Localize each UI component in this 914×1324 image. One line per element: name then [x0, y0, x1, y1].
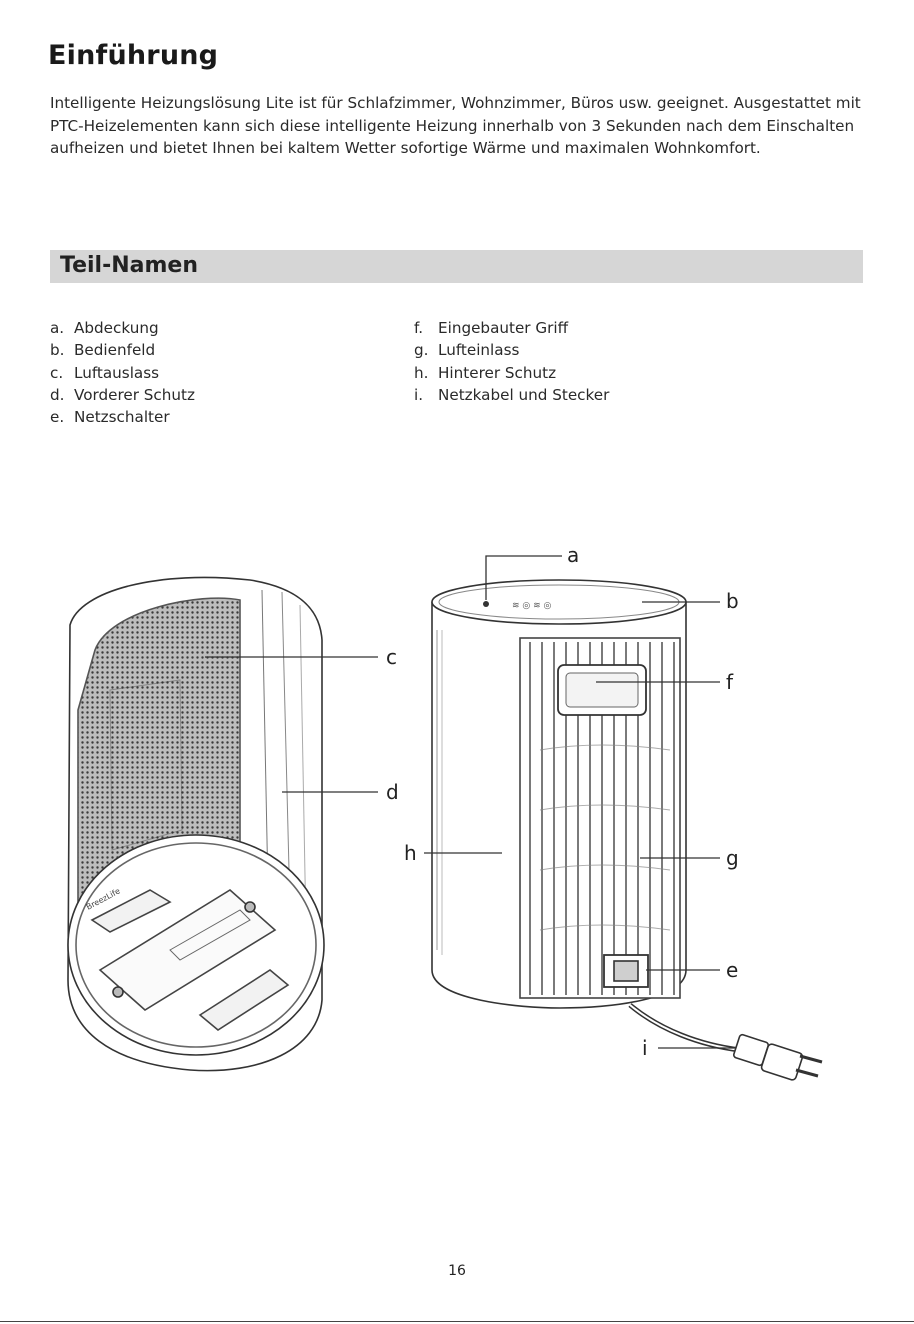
bottom-rule — [0, 1321, 914, 1322]
callout-h: h — [404, 841, 417, 865]
callout-b: b — [726, 589, 739, 613]
part-item-g: g.Lufteinlass — [414, 341, 520, 360]
callout-a: a — [567, 543, 580, 567]
part-item-d: d.Vorderer Schutz — [50, 385, 195, 404]
callout-f: f — [726, 670, 734, 694]
heater-rear-view: ≋ ◎ ≋ ◎ — [431, 579, 823, 1081]
callout-d: d — [386, 780, 399, 804]
parts-heading: Teil-Namen — [60, 253, 198, 278]
callout-i: i — [642, 1036, 648, 1060]
part-item-e: e.Netzschalter — [50, 408, 170, 427]
parts-list-left: a.Abdeckung b.Bedienfeld c.Luftauslass d… — [50, 317, 390, 428]
callout-e: e — [726, 958, 739, 982]
intro-heading: Einführung — [48, 40, 219, 71]
parts-section-header: Teil-Namen — [50, 250, 863, 283]
heater-illustration: BreezLife ≋ ◎ ≋ ◎ — [67, 555, 823, 1081]
callout-leaders — [205, 555, 736, 1049]
part-item-a: a.Abdeckung — [50, 319, 159, 337]
part-item-f: f.Eingebauter Griff — [414, 319, 569, 337]
callout-c: c — [386, 645, 397, 669]
heater-front-view — [67, 576, 325, 1072]
part-item-h: h.Hinterer Schutz — [414, 363, 557, 382]
cover-dot — [483, 601, 489, 607]
parts-list-right: f.Eingebauter Griff g.Lufteinlass h.Hint… — [414, 317, 634, 406]
control-panel-marks: ≋ ◎ ≋ ◎ — [512, 601, 552, 611]
callout-g: g — [726, 846, 739, 870]
part-item-b: b.Bedienfeld — [50, 341, 156, 360]
part-item-c: c.Luftauslass — [50, 363, 160, 382]
intro-paragraph: Intelligente Heizungslösung Lite ist für… — [50, 94, 861, 157]
page-number: 16 — [448, 1263, 466, 1279]
part-item-i: i.Netzkabel und Stecker — [414, 385, 610, 404]
